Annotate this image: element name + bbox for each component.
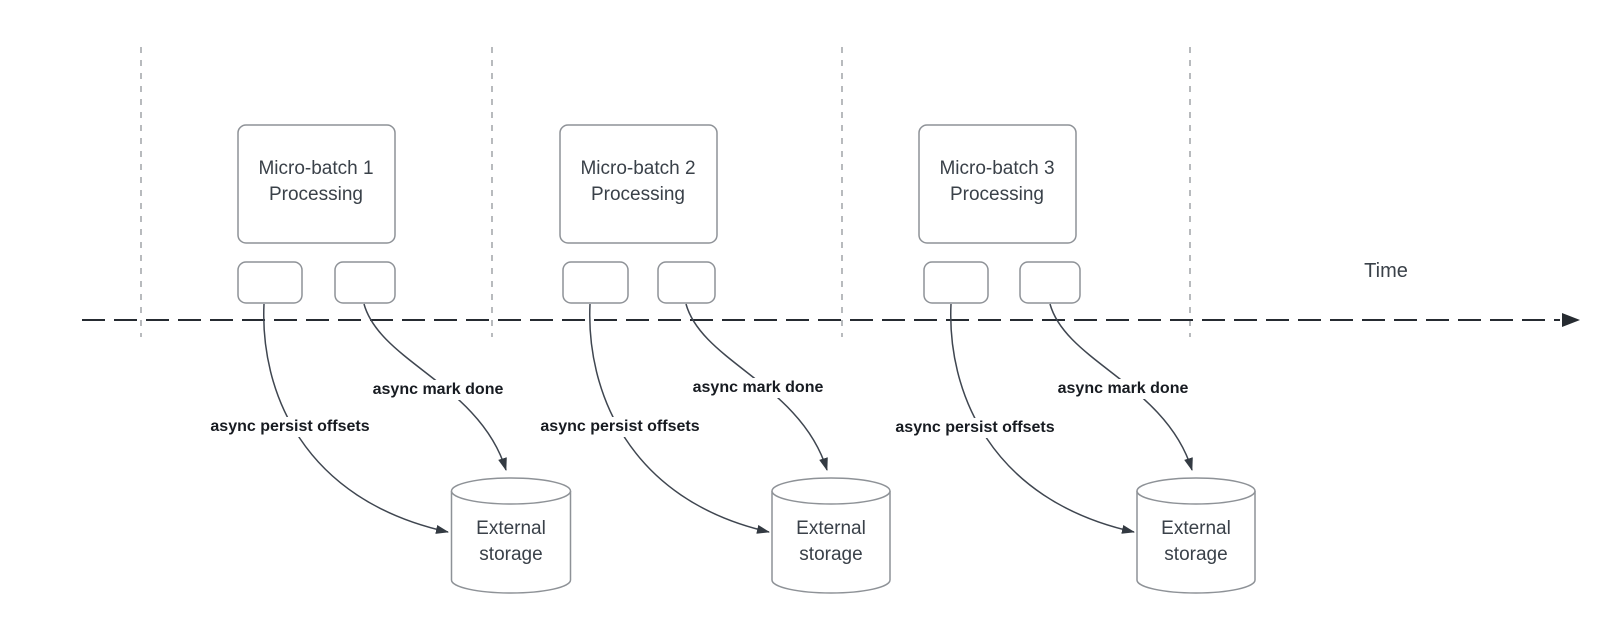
mark-done-arrow-3 (1049, 303, 1193, 471)
micro-batch-box-label-2: Micro-batch 2 Processing (580, 156, 695, 208)
micro-batch-group-1 (237, 124, 572, 594)
storage-label-1: External storage (476, 516, 546, 568)
mark-done-label-1: async mark done (368, 380, 508, 400)
persist-offsets-label-1: async persist offsets (206, 417, 374, 437)
box-label-line1: Micro-batch 2 (580, 158, 696, 179)
storage-label-line2: storage (479, 544, 543, 565)
micro-batch-box-2 (559, 124, 718, 244)
persist-offsets-arrow-1 (263, 303, 449, 534)
mark-done-label-3: async mark done (1053, 379, 1193, 399)
storage-cylinder-body-3 (1136, 491, 1256, 594)
storage-cylinder-body-1 (450, 491, 572, 594)
box-label-line2: Processing (590, 184, 685, 205)
micro-batch-box-label-1: Micro-batch 1 Processing (258, 156, 373, 208)
micro-batch-box-label-3: Micro-batch 3 Processing (939, 156, 1054, 208)
micro-batch-box-1 (237, 124, 396, 244)
micro-batch-group-3 (918, 124, 1256, 594)
persist-offsets-label-3: async persist offsets (891, 418, 1059, 438)
box-label-line2: Processing (949, 184, 1044, 205)
mark-done-label-2: async mark done (688, 378, 828, 398)
time-axis-label: Time (1364, 260, 1408, 282)
offset-task-box-3 (923, 261, 989, 304)
persist-offsets-arrow-2 (589, 303, 770, 534)
time-axis-arrowhead-icon (1562, 313, 1580, 327)
mark-done-arrow-1 (363, 303, 507, 471)
storage-cylinder-body-2 (771, 491, 891, 594)
storage-label-3: External storage (1161, 516, 1231, 568)
micro-batch-group-2 (559, 124, 891, 594)
micro-batch-box-3 (918, 124, 1077, 244)
markdone-task-box-1 (334, 261, 396, 304)
storage-cylinder-top-1 (450, 477, 572, 505)
storage-cylinder-top-2 (771, 477, 891, 505)
storage-label-line1: External (1161, 518, 1231, 539)
mark-done-arrow-2 (685, 303, 828, 471)
persist-offsets-arrow-3 (950, 303, 1135, 534)
storage-label-line1: External (796, 518, 866, 539)
offset-task-box-2 (562, 261, 629, 304)
markdone-task-box-2 (657, 261, 716, 304)
persist-offsets-label-2: async persist offsets (536, 417, 704, 437)
storage-label-line2: storage (1164, 544, 1228, 565)
markdone-task-box-3 (1019, 261, 1081, 304)
box-label-line1: Micro-batch 1 (258, 158, 374, 179)
box-label-line1: Micro-batch 3 (939, 158, 1055, 179)
offset-task-box-1 (237, 261, 303, 304)
box-label-line2: Processing (268, 184, 363, 205)
storage-label-line1: External (476, 518, 546, 539)
storage-label-2: External storage (796, 516, 866, 568)
storage-label-line2: storage (799, 544, 863, 565)
storage-cylinder-top-3 (1136, 477, 1256, 505)
